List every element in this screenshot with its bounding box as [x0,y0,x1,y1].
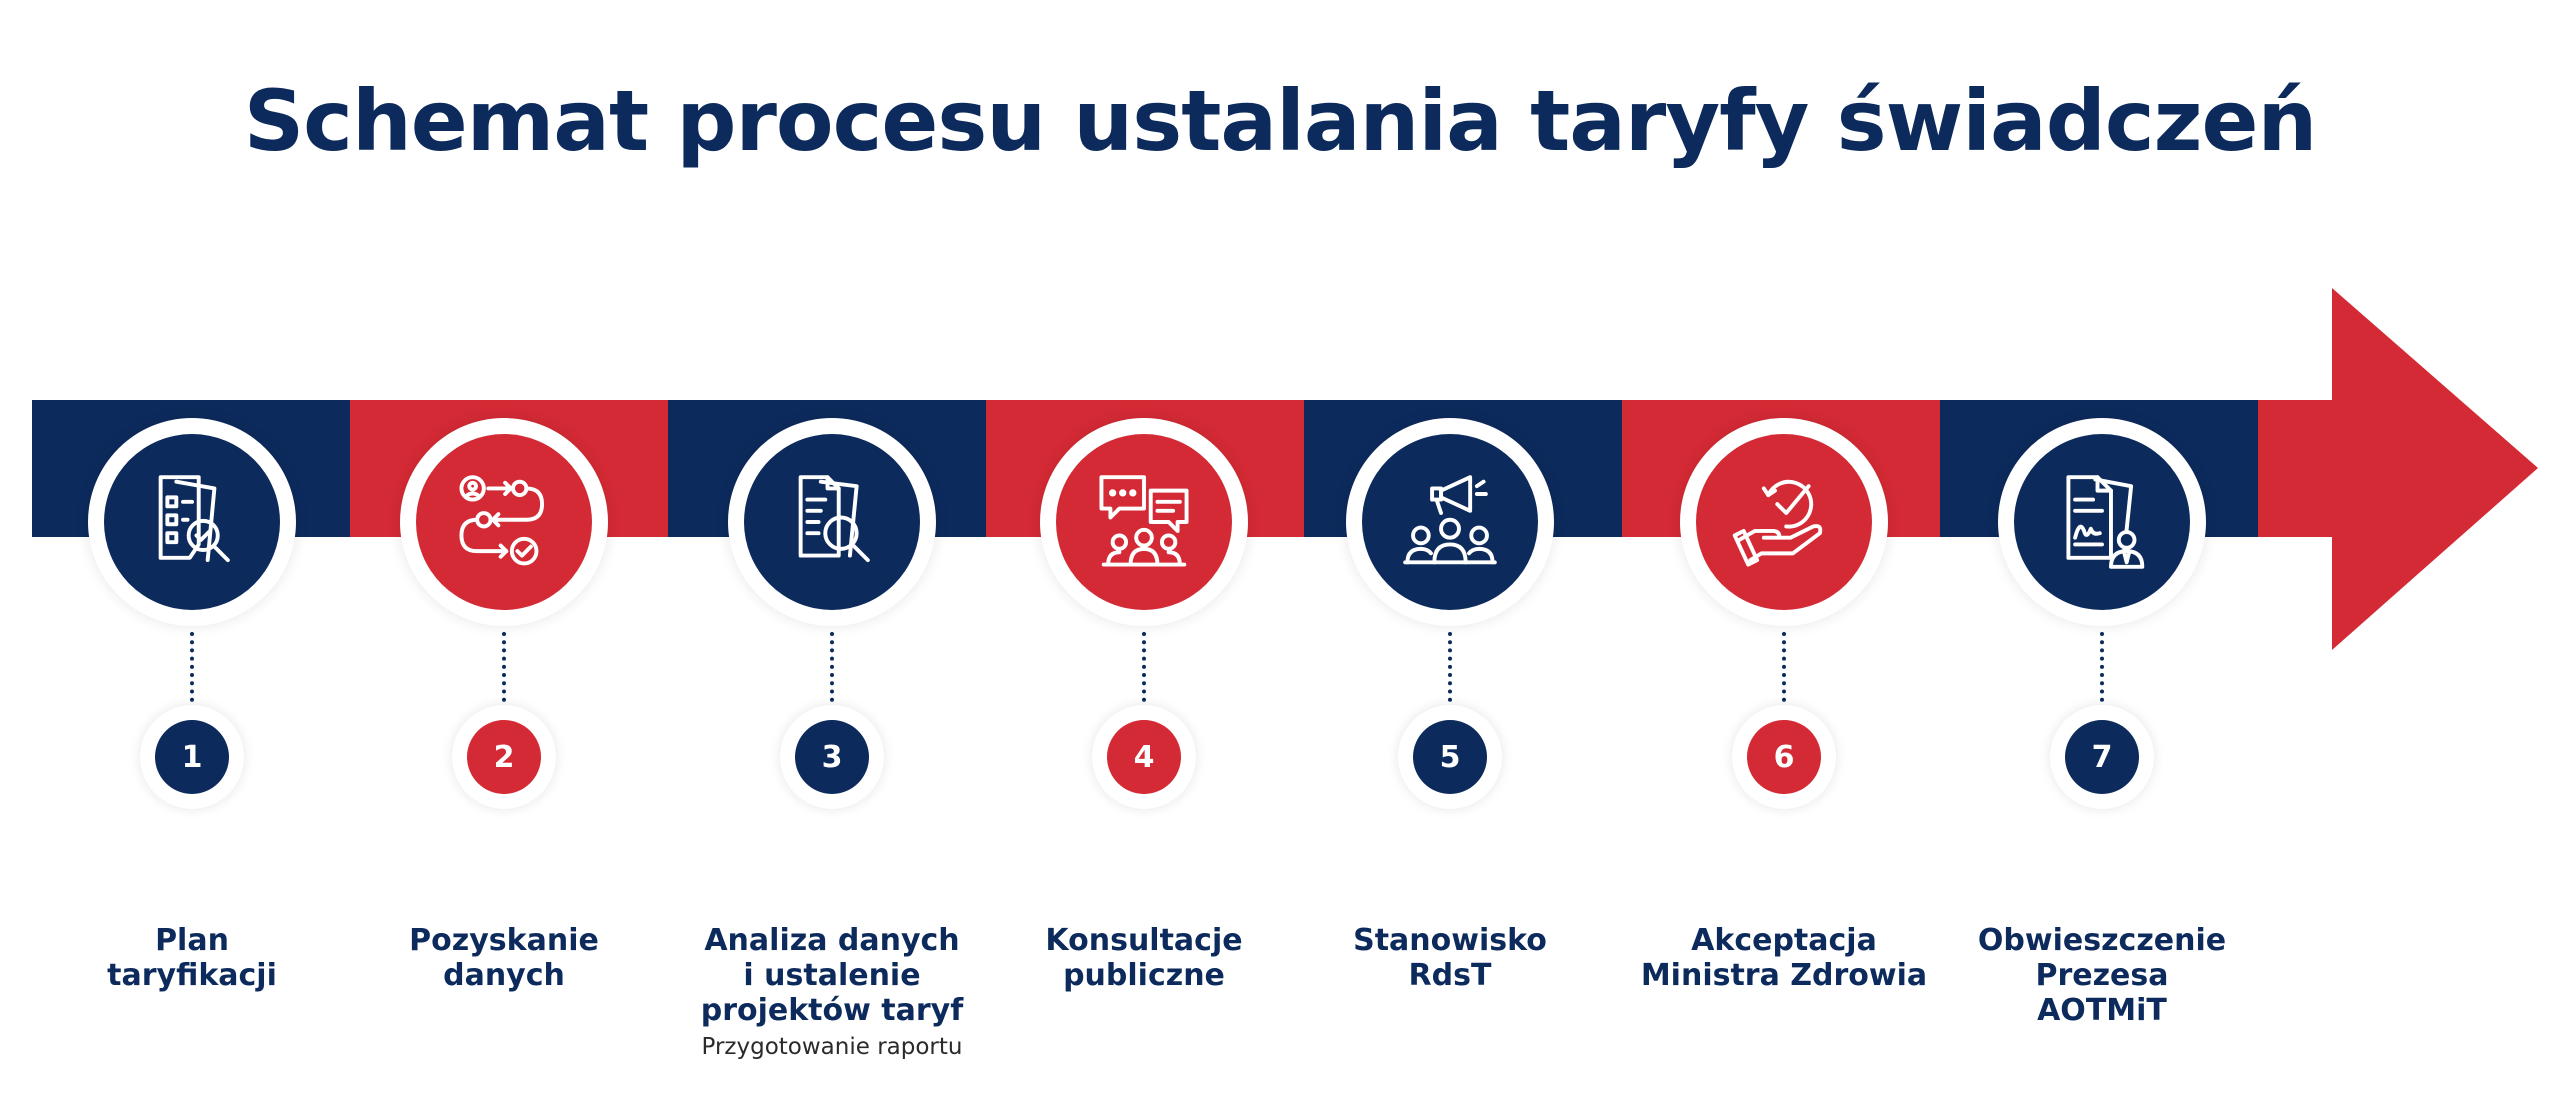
step-sublabel: Przygotowanie raportu [701,1034,963,1060]
step-number-badge: 6 [1747,720,1821,794]
step-label: Analiza danych i ustalenie projektów tar… [672,888,992,1099]
step-label: Obwieszczenie Prezesa AOTMiT [1977,923,2227,1028]
megaphone-group-icon [1362,434,1538,610]
connector-line [502,632,506,710]
connector-line [2100,632,2104,710]
arrow-head [2258,288,2538,650]
user-flow-check-icon [416,434,592,610]
document-signature-person-icon [2014,434,2190,610]
connector-line [1448,632,1452,710]
page-title: Schemat procesu ustalania taryfy świadcz… [243,72,2318,170]
step-label: Plan taryfikacji [107,923,277,993]
document-magnifier-icon [744,434,920,610]
step-number-badge: 7 [2065,720,2139,794]
document-checklist-search-icon [104,434,280,610]
connector-line [190,632,194,710]
step-label: Konsultacje publiczne [1045,923,1243,993]
step-label: Pozyskanie danych [409,923,599,993]
step-label: Stanowisko RdsT [1353,923,1547,993]
step-number-badge: 5 [1413,720,1487,794]
connector-line [1142,632,1146,710]
step-number-badge: 1 [155,720,229,794]
step-label: Akceptacja Ministra Zdrowia [1640,923,1928,993]
step-number-badge: 3 [795,720,869,794]
step-number-badge: 2 [467,720,541,794]
chat-group-icon [1056,434,1232,610]
connector-line [830,632,834,710]
hand-check-icon [1696,434,1872,610]
connector-line [1782,632,1786,710]
step-number-badge: 4 [1107,720,1181,794]
